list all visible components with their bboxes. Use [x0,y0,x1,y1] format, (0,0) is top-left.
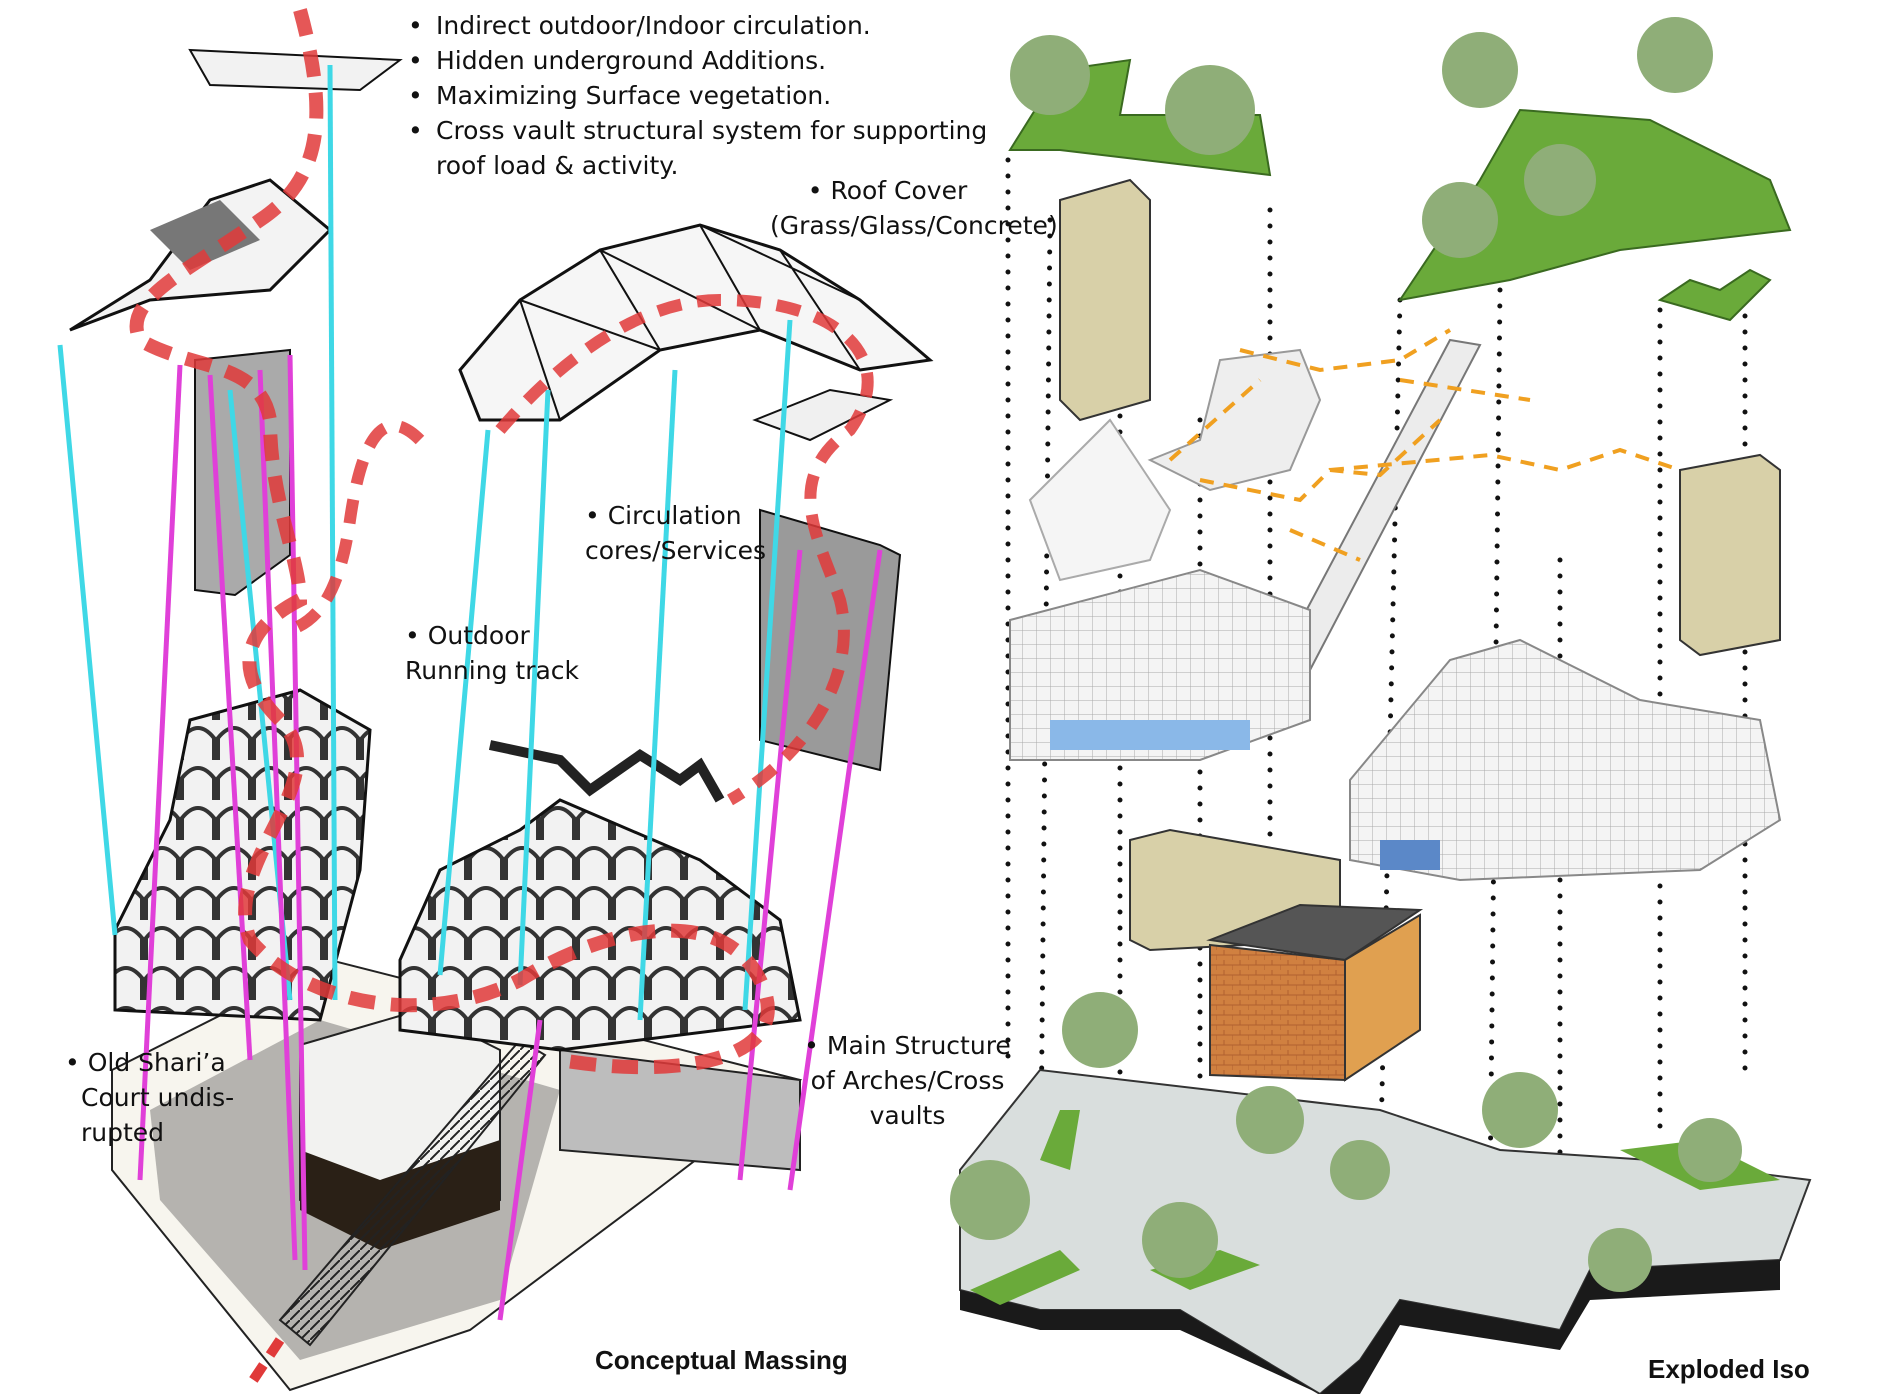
service-tower-left [1060,180,1150,420]
design-points-list: •Indirect outdoor/Indoor circulation. •H… [408,8,987,183]
exploded-iso [950,17,1810,1394]
roof-cover-label: • Roof Cover (Grass/Glass/Concrete) [770,173,1005,243]
design-point: •Indirect outdoor/Indoor circulation. [408,8,987,43]
service-tower-right [1680,455,1780,655]
green-roof-small [1660,270,1770,320]
exploded-iso-caption: Exploded Iso [1648,1354,1810,1385]
pool [1050,720,1250,750]
design-point: •Hidden underground Additions. [408,43,987,78]
court-building-front [1210,945,1345,1080]
main-structure-label: • Main Structure of Arches/Cross vaults [800,1028,1015,1133]
circulation-cores-label: • Circulation cores/Services [585,498,766,568]
right-arches-structure [400,800,800,1050]
design-point: •Maximizing Surface vegetation. [408,78,987,113]
upper-deck [1150,350,1320,490]
conceptual-massing-caption: Conceptual Massing [595,1345,848,1376]
top-slab [190,50,400,90]
pool-right [1380,840,1440,870]
old-court-label: • Old Shari’a Court undis- rupted [65,1045,234,1150]
design-point: •Cross vault structural system for suppo… [408,113,987,148]
circulation-path-loop [290,426,420,630]
running-track-label: • Outdoor Running track [405,618,579,688]
sunken-court-wall [560,1050,800,1170]
glass-pavilion [1030,420,1170,580]
running-track [490,745,720,800]
